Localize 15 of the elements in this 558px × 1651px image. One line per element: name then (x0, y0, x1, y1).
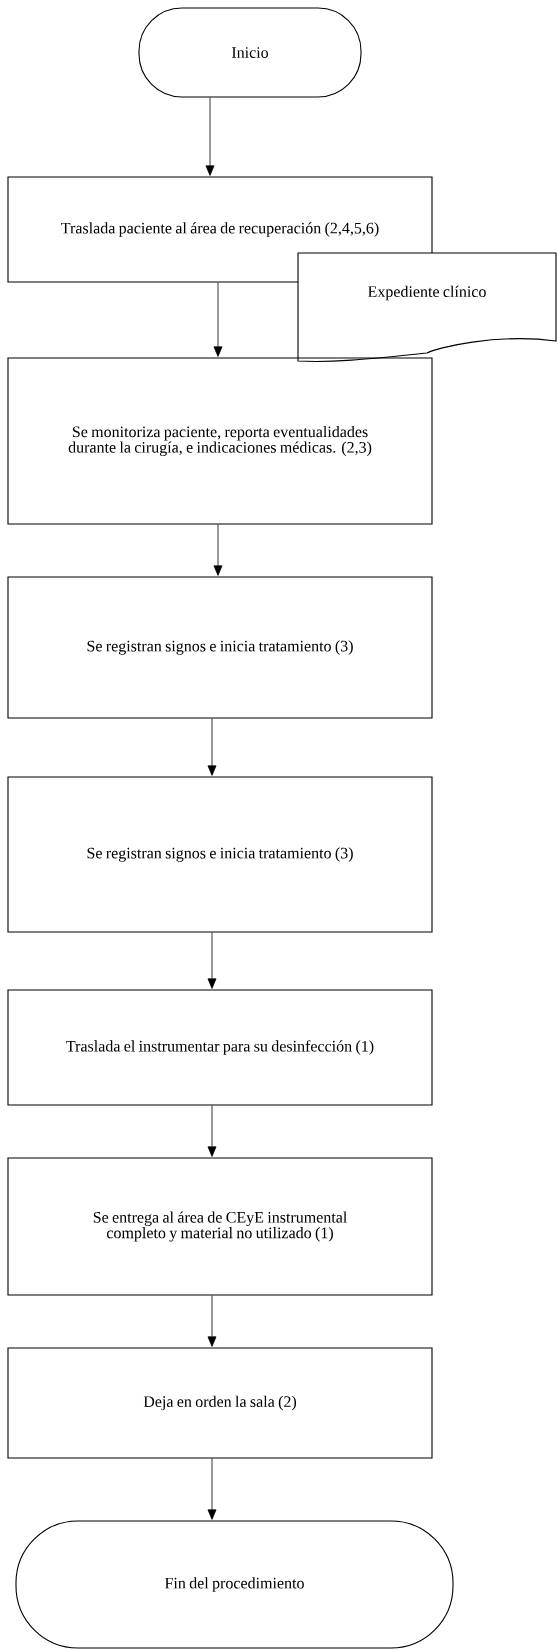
arrow (207, 718, 217, 776)
process-box: Se monitoriza paciente, reporta eventualidades durante la cirugía, e indicaciones médicas. (2,3) (7, 357, 433, 525)
arrow (213, 524, 223, 576)
arrow (207, 932, 217, 989)
arrow (207, 1295, 217, 1347)
process-box: Se registran signos e inicia tratamiento (3) (7, 776, 433, 933)
arrow (207, 1458, 217, 1520)
arrow (213, 282, 223, 357)
arrow (205, 97, 215, 176)
node-label: Expediente clínico (368, 285, 486, 301)
process-box: Deja en orden la sala (2) (7, 1347, 433, 1459)
process-box: Se entrega al área de CEyE instrumental completo y material no utilizado (1) (7, 1157, 433, 1296)
process-box: Traslada el instrumentar para su desinfección (1) (7, 989, 433, 1106)
arrow (207, 1105, 217, 1157)
process-box: Se registran signos e inicia tratamiento (3) (7, 576, 433, 719)
